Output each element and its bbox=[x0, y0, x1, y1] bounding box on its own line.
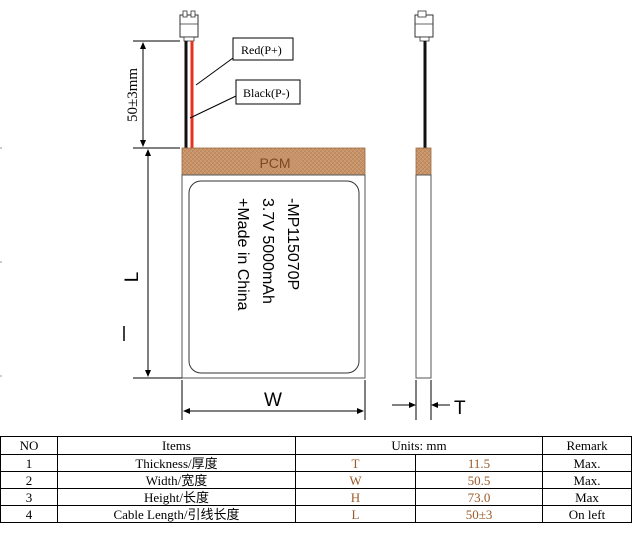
header-no: NO bbox=[0, 436, 58, 455]
red-wire-callout: Red(P+) bbox=[195, 37, 294, 86]
table-row: 1 Thickness/厚度 T 11.5 Max. bbox=[0, 454, 633, 472]
connector bbox=[179, 10, 199, 42]
row-item: Width/宽度 bbox=[57, 471, 296, 489]
row-value: 11.5 bbox=[414, 454, 544, 472]
black-wire-label: Black(P-) bbox=[243, 86, 290, 100]
row-value: 73.0 bbox=[414, 488, 544, 506]
cell-origin: +Made in China bbox=[234, 198, 251, 311]
table-row: 2 Width/宽度 W 50.5 Max. bbox=[0, 471, 633, 489]
row-remark: Max bbox=[542, 488, 633, 506]
side-cell-body bbox=[415, 174, 432, 379]
row-no: 3 bbox=[0, 488, 58, 506]
cable-dimension-label: 50±3mm bbox=[125, 68, 141, 122]
row-no: 1 bbox=[0, 454, 58, 472]
row-item: Height/长度 bbox=[57, 488, 296, 506]
row-symbol: T bbox=[295, 454, 416, 472]
row-no: 4 bbox=[0, 505, 58, 523]
row-no: 2 bbox=[0, 471, 58, 489]
header-items: Items bbox=[57, 436, 296, 455]
width-dimension-label: W bbox=[264, 390, 282, 411]
spec-table: NO Items Units: mm Remark 1 Thickness/厚度… bbox=[0, 436, 633, 523]
row-remark: Max. bbox=[542, 471, 633, 489]
row-symbol: H bbox=[295, 488, 416, 506]
cell-spec: 3.7V 5000mAh bbox=[259, 198, 276, 304]
side-pcm bbox=[415, 147, 432, 176]
row-value: 50.5 bbox=[414, 471, 544, 489]
header-remark: Remark bbox=[542, 436, 633, 455]
width-dimension: W bbox=[181, 380, 366, 420]
table-row: 4 Cable Length/引线长度 L 50±3 On left bbox=[0, 505, 633, 523]
row-item: Cable Length/引线长度 bbox=[57, 505, 296, 523]
thickness-dimension-label: T bbox=[454, 398, 466, 419]
thickness-dimension: T bbox=[392, 380, 466, 420]
cell-body bbox=[181, 174, 366, 379]
row-remark: On left bbox=[542, 505, 633, 523]
pcm-label: PCM bbox=[259, 155, 290, 171]
cell-label: -MP115070P 3.7V 5000mAh +Made in China bbox=[234, 198, 301, 311]
cell-model: -MP115070P bbox=[284, 198, 301, 290]
table-row: 3 Height/长度 H 73.0 Max bbox=[0, 488, 633, 506]
row-symbol: W bbox=[295, 471, 416, 489]
cell-inner-outline bbox=[188, 180, 360, 374]
row-value: 50±3 bbox=[414, 505, 544, 523]
height-dimension-label: L bbox=[122, 272, 143, 283]
row-symbol: L bbox=[295, 505, 416, 523]
row-item: Thickness/厚度 bbox=[57, 454, 296, 472]
side-connector bbox=[414, 10, 434, 42]
row-remark: Max. bbox=[542, 454, 633, 472]
battery-drawing: Red(P+) Black(P-) 50±3mm PCM -MP115070P … bbox=[0, 10, 466, 420]
height-dimension: L bbox=[122, 149, 182, 379]
red-wire-label: Red(P+) bbox=[241, 43, 282, 57]
header-units: Units: mm bbox=[294, 436, 544, 455]
black-wire-callout: Black(P-) bbox=[189, 79, 301, 119]
table-header-row: NO Items Units: mm Remark bbox=[0, 436, 633, 455]
cable-dimension: 50±3mm bbox=[125, 40, 180, 149]
